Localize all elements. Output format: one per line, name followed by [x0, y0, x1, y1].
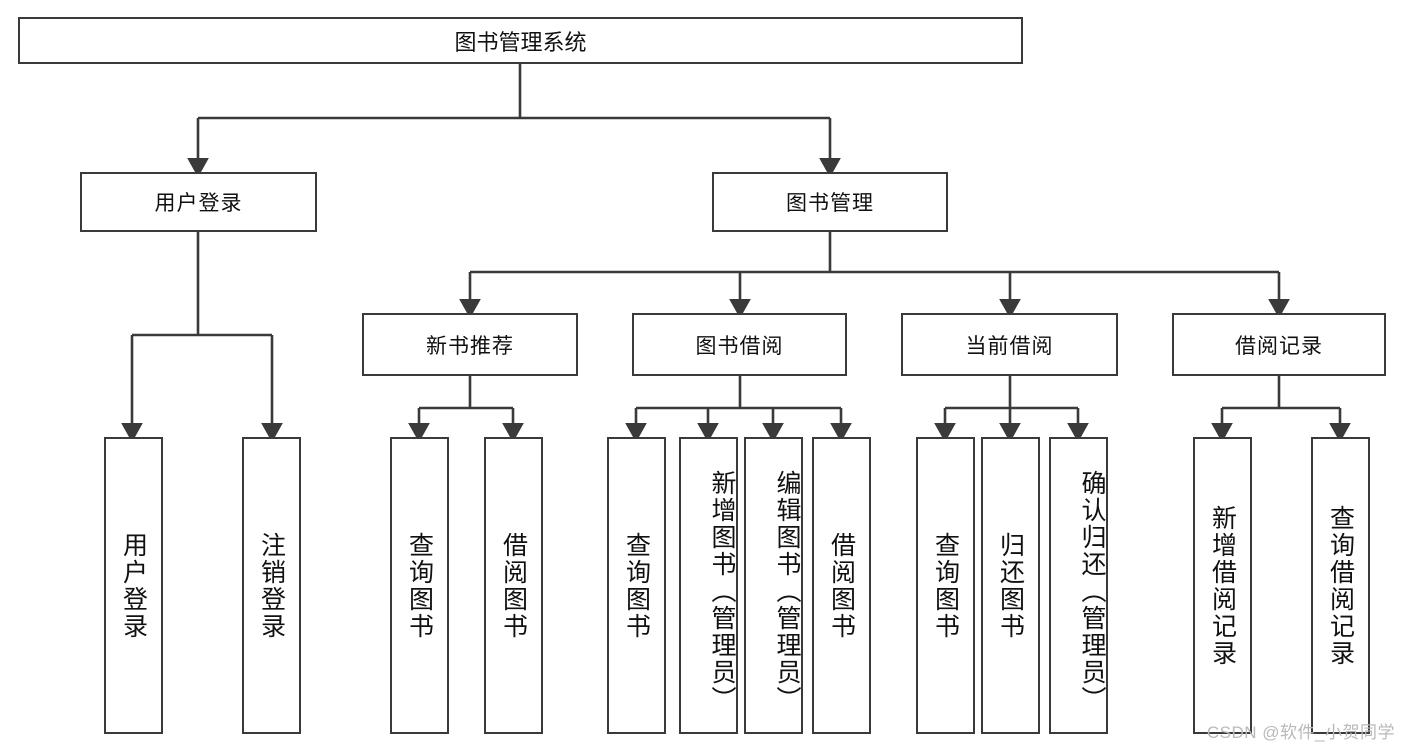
node-borrow-record-label: 借阅记录: [1235, 334, 1323, 358]
node-leaf-edit-book[interactable]: 编辑图书（管理员）: [744, 437, 803, 734]
node-leaf-edit-book-label: 编辑图书（管理员）: [773, 470, 801, 713]
node-leaf-borrow-book-2[interactable]: 借阅图书: [812, 437, 871, 734]
node-root[interactable]: 图书管理系统: [18, 17, 1023, 64]
node-leaf-query-book-3-label: 查询图书: [931, 531, 960, 640]
node-leaf-query-book-2-label: 查询图书: [622, 531, 651, 640]
node-leaf-add-record[interactable]: 新增借阅记录: [1193, 437, 1252, 734]
node-leaf-query-book-2[interactable]: 查询图书: [607, 437, 666, 734]
node-root-label: 图书管理系统: [454, 29, 587, 55]
node-leaf-add-record-label: 新增借阅记录: [1208, 504, 1237, 667]
node-leaf-borrow-book-1-label: 借阅图书: [499, 531, 528, 640]
node-leaf-user-login-label: 用户登录: [119, 531, 148, 640]
node-leaf-borrow-book-2-label: 借阅图书: [827, 531, 856, 640]
node-leaf-confirm-return[interactable]: 确认归还（管理员）: [1049, 437, 1108, 734]
node-leaf-confirm-return-label: 确认归还（管理员）: [1078, 470, 1106, 713]
node-user-login[interactable]: 用户登录: [80, 172, 317, 232]
node-leaf-user-login[interactable]: 用户登录: [104, 437, 163, 734]
node-borrow-record[interactable]: 借阅记录: [1172, 313, 1386, 376]
node-book-borrow-label: 图书借阅: [695, 334, 784, 358]
node-leaf-query-record[interactable]: 查询借阅记录: [1311, 437, 1370, 734]
node-leaf-query-book-1[interactable]: 查询图书: [390, 437, 449, 734]
node-new-book-rec[interactable]: 新书推荐: [362, 313, 578, 376]
node-new-book-rec-label: 新书推荐: [426, 334, 514, 358]
node-leaf-query-book-1-label: 查询图书: [405, 531, 434, 640]
node-book-mgmt-label: 图书管理: [786, 192, 874, 215]
node-leaf-user-logout[interactable]: 注销登录: [242, 437, 301, 734]
node-leaf-return-book[interactable]: 归还图书: [981, 437, 1040, 734]
node-current-borrow[interactable]: 当前借阅: [901, 313, 1118, 376]
node-leaf-query-book-3[interactable]: 查询图书: [916, 437, 975, 734]
node-leaf-add-book-label: 新增图书（管理员）: [708, 470, 736, 713]
node-leaf-return-book-label: 归还图书: [996, 531, 1025, 640]
node-book-borrow[interactable]: 图书借阅: [632, 313, 847, 376]
node-user-login-label: 用户登录: [154, 192, 243, 215]
node-leaf-user-logout-label: 注销登录: [257, 531, 286, 640]
node-leaf-add-book[interactable]: 新增图书（管理员）: [679, 437, 738, 734]
node-current-borrow-label: 当前借阅: [965, 334, 1054, 358]
node-book-mgmt[interactable]: 图书管理: [712, 172, 948, 232]
node-leaf-query-record-label: 查询借阅记录: [1326, 504, 1355, 667]
node-leaf-borrow-book-1[interactable]: 借阅图书: [484, 437, 543, 734]
